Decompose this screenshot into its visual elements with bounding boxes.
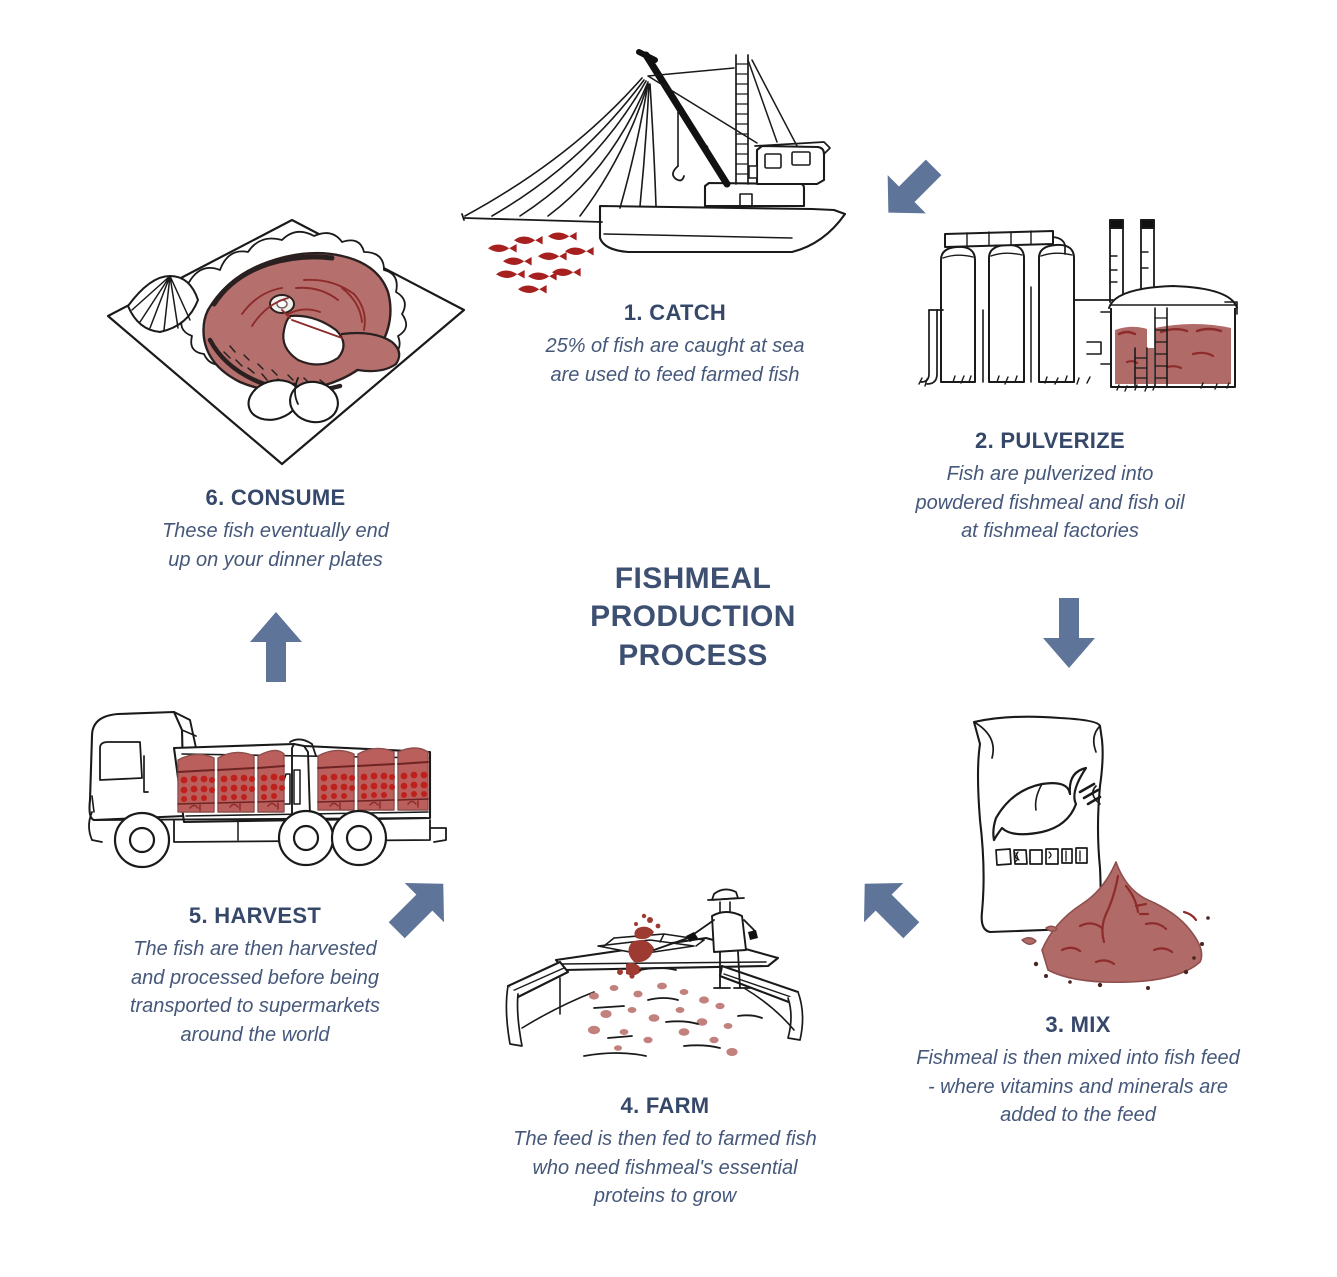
- step-consume: 6. CONSUME These fish eventually end up …: [128, 485, 423, 574]
- step-consume-title: 6. CONSUME: [205, 485, 346, 510]
- step-farm-title: 4. FARM: [620, 1093, 710, 1118]
- step-farm-body-line-1: The feed is then fed to farmed fish: [513, 1128, 817, 1151]
- step-farm-body-line-3: proteins to grow: [593, 1185, 737, 1208]
- diagram-title-line-2: PRODUCTION: [590, 600, 796, 634]
- arrow-catch-to-pulverize: [876, 156, 946, 229]
- step-pulverize-body-line-1: Fish are pulverized into: [946, 463, 1154, 486]
- step-harvest-body-line-4: around the world: [180, 1023, 330, 1046]
- step-mix-title: 3. MIX: [1045, 1012, 1111, 1037]
- diagram-title-line-1: FISHMEAL: [614, 562, 772, 595]
- step-catch-body-line-1: 25% of fish are caught at sea: [545, 335, 805, 358]
- fish-farm-illustration: [498, 880, 808, 1085]
- diagram-title: FISHMEAL PRODUCTION PROCESS: [538, 560, 848, 675]
- step-harvest-body-line-3: transported to supermarkets: [129, 995, 381, 1018]
- diagram-title-line-3: PROCESS: [618, 638, 768, 672]
- step-harvest-body-line-2: and processed before being: [131, 966, 379, 989]
- step-mix-body-line-1: Fishmeal is then mixed into fish feed: [916, 1047, 1240, 1070]
- step-pulverize-title: 2. PULVERIZE: [975, 428, 1125, 453]
- fishing-boat-illustration: [452, 38, 862, 308]
- step-catch-body-line-2: are used to feed farmed fish: [550, 363, 800, 386]
- feed-sack-illustration: [950, 700, 1235, 995]
- delivery-truck-illustration: [78, 700, 453, 882]
- step-farm-body-line-2: who need fishmeal's essential: [532, 1156, 798, 1179]
- step-harvest-title: 5. HARVEST: [188, 903, 322, 928]
- salmon-plate-illustration: [92, 218, 472, 476]
- step-catch-title: 1. CATCH: [623, 300, 727, 325]
- step-consume-body-line-1: These fish eventually end: [162, 520, 389, 543]
- step-consume-body-line-2: up on your dinner plates: [168, 548, 383, 571]
- step-pulverize-body-line-2: powdered fishmeal and fish oil: [915, 491, 1185, 514]
- step-pulverize: 2. PULVERIZE Fish are pulverized into po…: [880, 428, 1220, 546]
- arrow-harvest-to-consume: [245, 612, 307, 689]
- step-farm: 4. FARM The feed is then fed to farmed f…: [470, 1093, 860, 1211]
- step-catch: 1. CATCH 25% of fish are caught at sea a…: [470, 300, 880, 389]
- step-mix-body-line-3: added to the feed: [1000, 1104, 1156, 1127]
- step-pulverize-body-line-3: at fishmeal factories: [961, 520, 1139, 543]
- step-harvest: 5. HARVEST The fish are then harvested a…: [100, 903, 410, 1049]
- arrow-farm-to-harvest: [384, 872, 456, 947]
- fishmeal-factory-illustration: [905, 212, 1255, 412]
- step-mix: 3. MIX Fishmeal is then mixed into fish …: [878, 1012, 1278, 1130]
- step-harvest-body-line-1: The fish are then harvested: [133, 938, 377, 961]
- arrow-pulverize-to-mix: [1038, 598, 1100, 675]
- arrow-mix-to-farm: [852, 872, 924, 947]
- fish-school-icon: [488, 232, 594, 294]
- step-mix-body-line-2: - where vitamins and minerals are: [927, 1075, 1229, 1098]
